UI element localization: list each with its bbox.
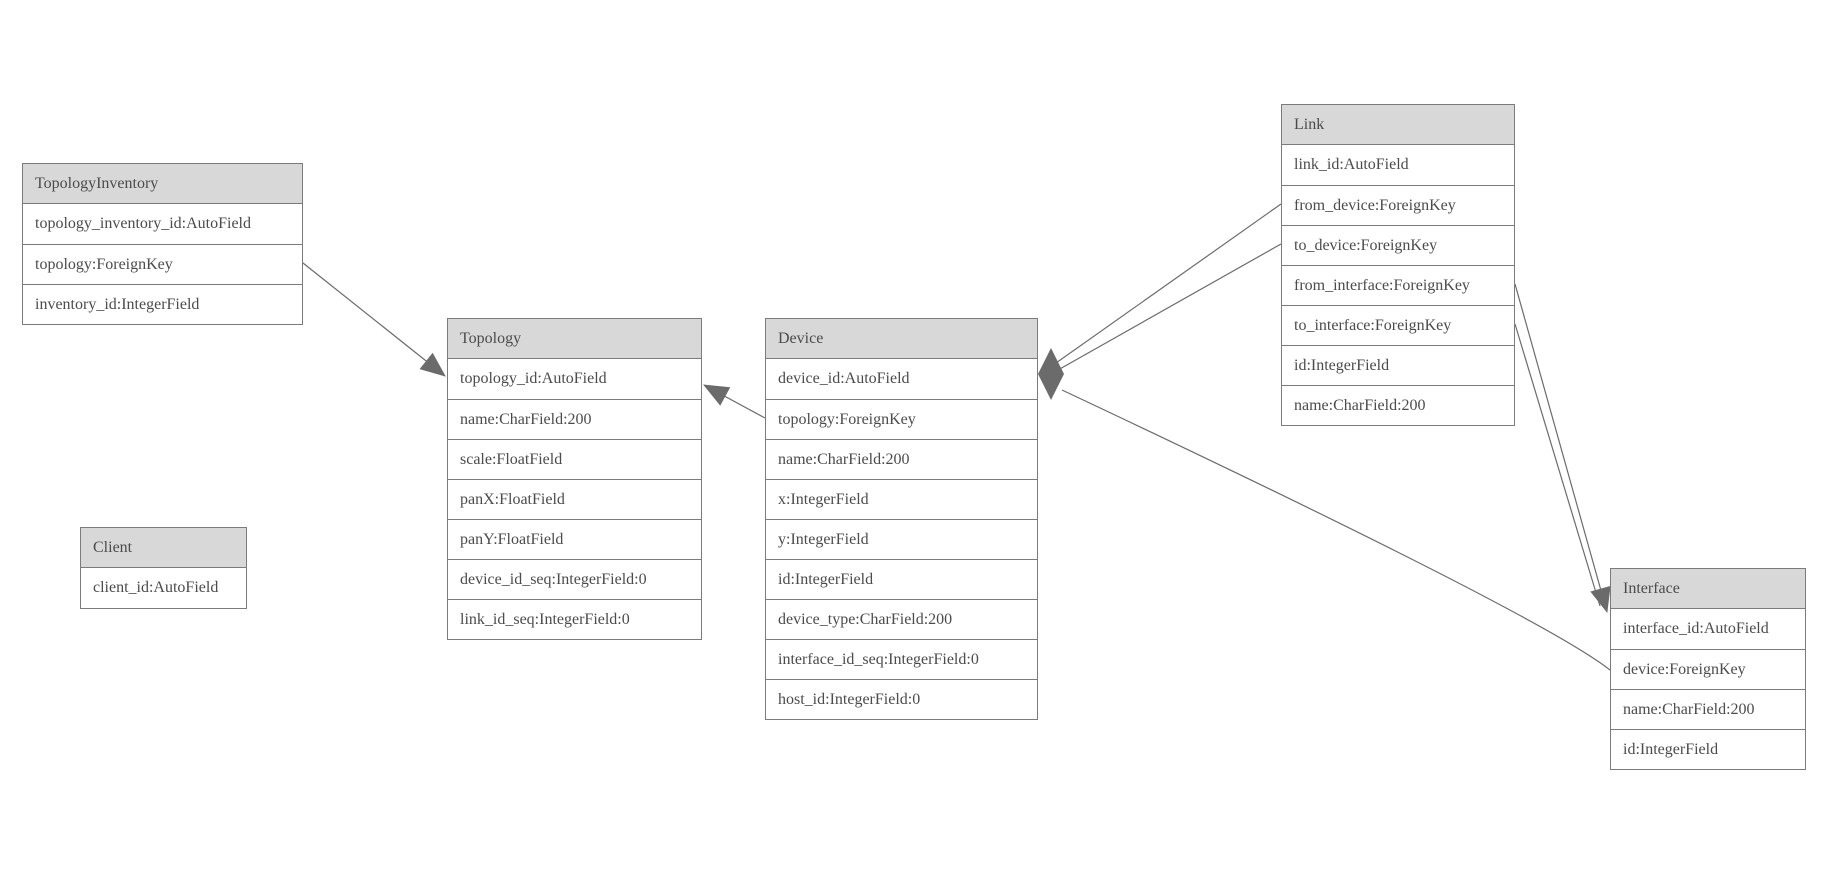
edge-device-to-topology	[703, 384, 766, 419]
edge-interface-device-to-device	[1061, 389, 1611, 671]
entity-field-row: id:IntegerField	[1282, 345, 1514, 385]
entity-field-row: topology:ForeignKey	[766, 399, 1037, 439]
entity-field-row: topology_id:AutoField	[448, 359, 701, 399]
entity-field-row: name:CharField:200	[766, 439, 1037, 479]
entity-field-row: from_device:ForeignKey	[1282, 185, 1514, 225]
entity-field-row: scale:FloatField	[448, 439, 701, 479]
edge-topologyinventory-to-topology	[302, 262, 446, 377]
entity-title-topology-inventory: TopologyInventory	[23, 164, 302, 204]
edge-link-tointerface-to-interface	[1514, 323, 1601, 607]
entity-field-row: name:CharField:200	[448, 399, 701, 439]
entity-field-row: y:IntegerField	[766, 519, 1037, 559]
entity-field-row: inventory_id:IntegerField	[23, 284, 302, 324]
edge-link-fromdevice-to-device	[1055, 203, 1282, 364]
entity-field-row: link_id:AutoField	[1282, 145, 1514, 185]
entity-field-row: name:CharField:200	[1282, 385, 1514, 425]
entity-title-client: Client	[81, 528, 246, 568]
entity-field-row: client_id:AutoField	[81, 568, 246, 608]
entity-field-row: topology:ForeignKey	[23, 244, 302, 284]
entity-field-row: to_interface:ForeignKey	[1282, 305, 1514, 345]
arrowhead-cluster-device	[1038, 348, 1064, 400]
entity-field-row: device_type:CharField:200	[766, 599, 1037, 639]
entity-title-device: Device	[766, 319, 1037, 359]
entity-field-row: panX:FloatField	[448, 479, 701, 519]
entity-field-row: device:ForeignKey	[1611, 649, 1805, 689]
entity-title-interface: Interface	[1611, 569, 1805, 609]
entity-field-row: device_id_seq:IntegerField:0	[448, 559, 701, 599]
entity-field-row: name:CharField:200	[1611, 689, 1805, 729]
entity-field-row: from_interface:ForeignKey	[1282, 265, 1514, 305]
entity-field-row: interface_id_seq:IntegerField:0	[766, 639, 1037, 679]
entity-field-row: id:IntegerField	[1611, 729, 1805, 769]
entity-field-row: topology_inventory_id:AutoField	[23, 204, 302, 244]
edge-link-frominterface-to-interface	[1514, 283, 1611, 614]
edge-link-todevice-to-device	[1057, 243, 1282, 371]
entity-field-row: host_id:IntegerField:0	[766, 679, 1037, 719]
entity-field-row: link_id_seq:IntegerField:0	[448, 599, 701, 639]
entity-field-row: id:IntegerField	[766, 559, 1037, 599]
entity-title-link: Link	[1282, 105, 1514, 145]
entity-field-row: to_device:ForeignKey	[1282, 225, 1514, 265]
entity-title-topology: Topology	[448, 319, 701, 359]
entity-field-row: device_id:AutoField	[766, 359, 1037, 399]
entity-field-row: x:IntegerField	[766, 479, 1037, 519]
entity-field-row: interface_id:AutoField	[1611, 609, 1805, 649]
entity-field-row: panY:FloatField	[448, 519, 701, 559]
